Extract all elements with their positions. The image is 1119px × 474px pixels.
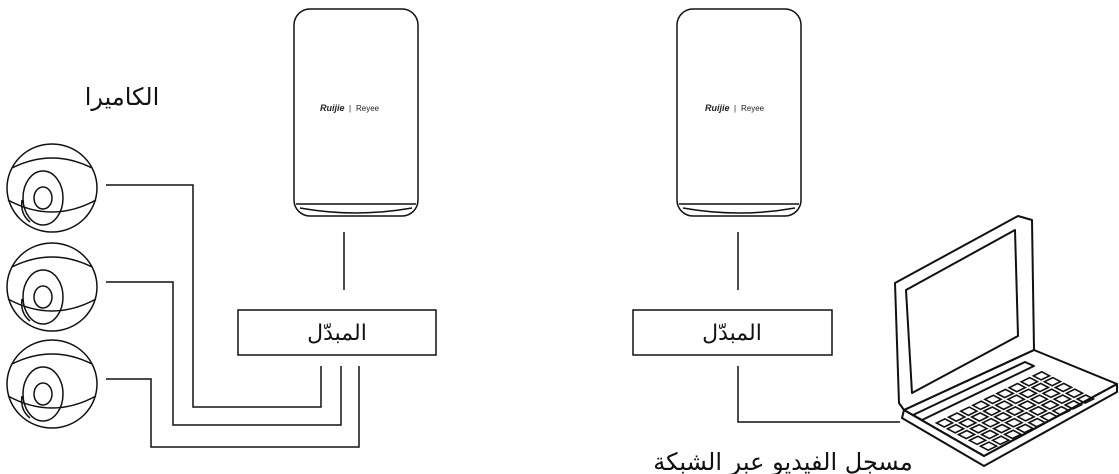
keyboard-key <box>1040 400 1061 410</box>
keyboard-key <box>1015 423 1035 434</box>
keyboard-key <box>1007 382 1028 393</box>
ap-left-logo: Ruijie | Reyee <box>320 103 380 113</box>
keyboard-key <box>979 429 1000 440</box>
camera-2-icon <box>6 242 98 332</box>
keyboard-key <box>1019 376 1040 387</box>
camera-1-icon <box>6 143 98 233</box>
keyboard-key <box>958 406 979 417</box>
keyboard-key <box>1018 388 1039 399</box>
camera-label: الكاميرا <box>85 83 160 111</box>
ap-right-separator: | <box>734 104 736 113</box>
switch-left <box>237 309 437 356</box>
cable-camera-1 <box>106 184 322 408</box>
ap-left-subbrand: Reyee <box>356 104 380 113</box>
keyboard-key <box>995 388 1015 399</box>
keyboard-key <box>1004 417 1024 428</box>
keyboard-key <box>1002 429 1023 440</box>
keyboard-key <box>1064 388 1085 399</box>
ap-left-brand: Ruijie <box>320 103 345 113</box>
keyboard-key <box>934 418 955 428</box>
ap-left-separator: | <box>349 104 351 113</box>
cable-camera-3 <box>106 366 360 448</box>
cable-switch-nvr <box>737 366 900 423</box>
nvr-label: مسجل الفيديو عبر الشبكة <box>653 448 912 474</box>
keyboard-key <box>1005 406 1025 416</box>
keyboard-key <box>1030 382 1051 393</box>
keyboard-key <box>968 423 989 434</box>
keyboard-key <box>983 394 1003 405</box>
keyboard-key <box>945 423 966 434</box>
keyboard-key <box>978 441 999 452</box>
keyboard-key <box>967 435 988 446</box>
switch-right <box>632 309 833 356</box>
keyboard-key <box>1075 394 1096 404</box>
keyboard-key <box>1051 405 1072 416</box>
keyboard-key <box>1006 394 1026 405</box>
keyboard-key <box>990 435 1011 446</box>
keyboard-key <box>980 417 1001 428</box>
laptop-icon <box>894 215 1118 467</box>
keyboard-key <box>1042 376 1063 387</box>
keyboard-key <box>1027 417 1047 428</box>
access-point-left <box>293 8 419 217</box>
keyboard-key <box>1031 370 1052 381</box>
keyboard-key <box>1016 411 1036 422</box>
ap-right-brand: Ruijie <box>705 103 730 113</box>
keyboard-key <box>1063 399 1084 410</box>
keyboard-key <box>1029 394 1050 405</box>
keyboard-key <box>1028 405 1048 416</box>
keyboard-key <box>994 400 1014 411</box>
keyboard-key <box>969 412 990 422</box>
access-point-right <box>676 8 802 217</box>
keyboard-key <box>1052 394 1073 405</box>
keyboard-key <box>993 411 1013 422</box>
keyboard-key <box>991 423 1012 434</box>
keyboard-key <box>1039 411 1059 422</box>
camera-3-icon <box>6 339 98 429</box>
switch-right-label: المبدّل <box>702 321 762 346</box>
laptop-keyboard-icon <box>934 370 1096 452</box>
keyboard-key <box>946 412 967 423</box>
cable-camera-2 <box>106 281 342 426</box>
keyboard-key <box>1053 382 1074 393</box>
keyboard-key <box>956 429 977 440</box>
keyboard-key <box>1017 400 1037 411</box>
keyboard-key <box>982 406 1002 417</box>
keyboard-key <box>971 400 991 411</box>
keyboard-key <box>1041 388 1062 399</box>
ap-right-subbrand: Reyee <box>741 104 765 113</box>
ap-right-logo: Ruijie | Reyee <box>705 103 765 113</box>
switch-left-label: المبدّل <box>307 321 367 346</box>
keyboard-key <box>957 417 978 428</box>
